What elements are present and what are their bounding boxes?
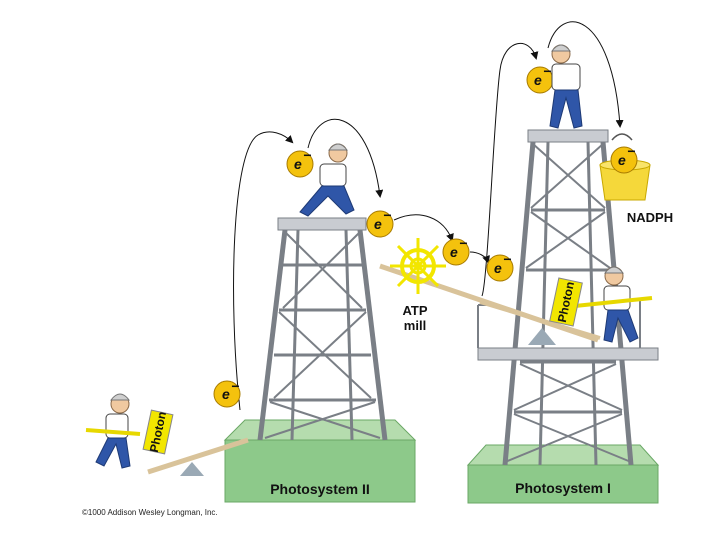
svg-text:e: e [294,156,302,172]
arrow-to-mill [393,214,454,242]
seesaw-left [147,437,249,476]
svg-text:e: e [494,260,502,276]
worker-psi-platform: Photon [549,266,653,343]
arrow-to-psi-worker [481,43,539,297]
seesaw-right [379,263,601,345]
arrow-to-psii-worker [233,131,294,411]
arrow-past-mill [469,251,490,264]
svg-text:e: e [374,216,382,232]
copyright-text: ©1000 Addison Wesley Longman, Inc. [82,508,218,517]
worker-psi-tower [549,44,583,129]
svg-text:−: − [303,147,311,163]
svg-text:−: − [459,235,467,251]
photosystem-ii-tower [257,217,388,441]
electron-mill: e − [442,235,470,266]
worker-psii-tower [299,143,355,217]
electron-falling-left: e − [213,378,241,408]
svg-text:e: e [222,386,230,402]
nadph-label: NADPH [627,210,673,225]
svg-text:−: − [543,63,551,79]
worker-ground-left: Photon [85,393,174,469]
svg-text:−: − [627,143,635,159]
electron-psii-worker: e − [286,147,314,178]
electron-before-psi: e − [486,251,514,282]
arrow-to-nadph [547,21,624,128]
atp-label-line1: ATP [402,303,427,318]
svg-text:−: − [383,207,391,223]
electron-in-bucket: e − [610,143,638,174]
photosystem-ii-label: Photosystem II [270,481,370,497]
svg-text:e: e [450,244,458,260]
svg-text:−: − [231,378,239,394]
atp-mill-wheel [390,238,446,294]
electron-tower-edge: e − [366,207,394,238]
electron-psi-worker: e − [526,63,554,94]
photosystem-i-label: Photosystem I [515,480,611,496]
svg-text:e: e [534,72,542,88]
atp-label-line2: mill [404,318,426,333]
arrow-to-tower-top [307,118,384,198]
svg-text:e: e [618,152,626,168]
electron-flow-arrows [233,21,624,411]
photosystem-i-base: Photosystem I [466,444,660,504]
svg-text:−: − [503,251,511,267]
